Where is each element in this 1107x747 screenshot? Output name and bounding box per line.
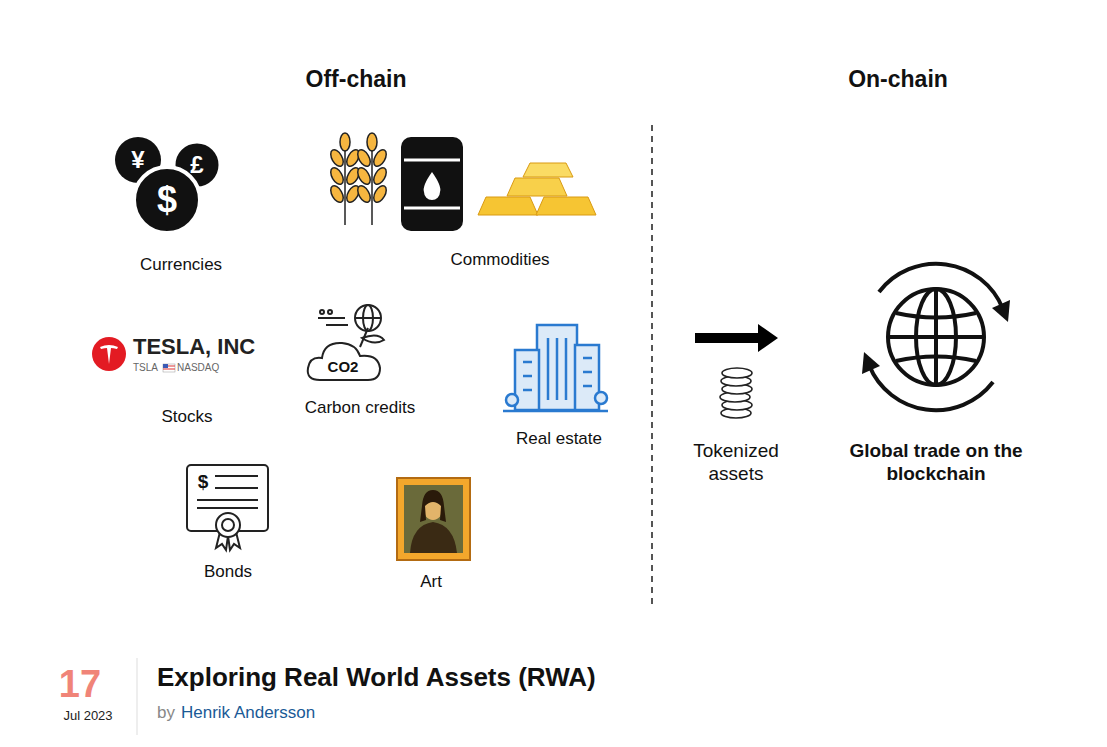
byline-prefix: by [157,703,175,723]
divider-line [651,125,653,605]
exchange-text: NASDAQ [177,362,219,374]
oil-barrel-icon [401,137,463,231]
wheat-icon [328,133,389,225]
article-title: Exploring Real World Assets (RWA) [157,662,596,693]
asset-label: Carbon credits [305,398,416,418]
asset-label: Real estate [516,429,602,449]
bond-symbol: $ [198,471,209,494]
co2-text: CO2 [328,358,359,376]
carbon-credit-icon [308,305,384,380]
token-label: Tokenized assets [676,440,796,486]
mona-lisa-painting [397,478,470,560]
currency-symbol: ¥ [131,146,144,175]
asset-label: Commodities [450,250,549,270]
gold-bars-icon [478,163,596,215]
section-heading: On-chain [848,66,948,94]
building-icon [503,325,608,411]
currency-coins [115,137,220,233]
destination-label: Global trade on the blockchain [836,440,1036,486]
author-name: Henrik Andersson [181,703,315,723]
asset-label: Stocks [161,407,212,427]
currency-symbol: £ [190,151,203,180]
asset-label: Art [420,572,442,592]
date-month-year: Jul 2023 [63,708,112,724]
company-name: TESLA, INC [133,334,255,360]
date-day: 17 [59,662,101,708]
currency-symbol: $ [157,178,177,221]
token-stack-icon [720,368,752,418]
date-separator [137,658,138,735]
section-heading: Off-chain [306,66,407,94]
bond-certificate-icon [187,465,268,550]
flow-arrow [695,324,778,352]
ticker-text: TSLA [133,362,158,374]
asset-label: Bonds [204,562,252,582]
asset-label: Currencies [140,255,222,275]
global-blockchain-icon [862,264,1010,410]
